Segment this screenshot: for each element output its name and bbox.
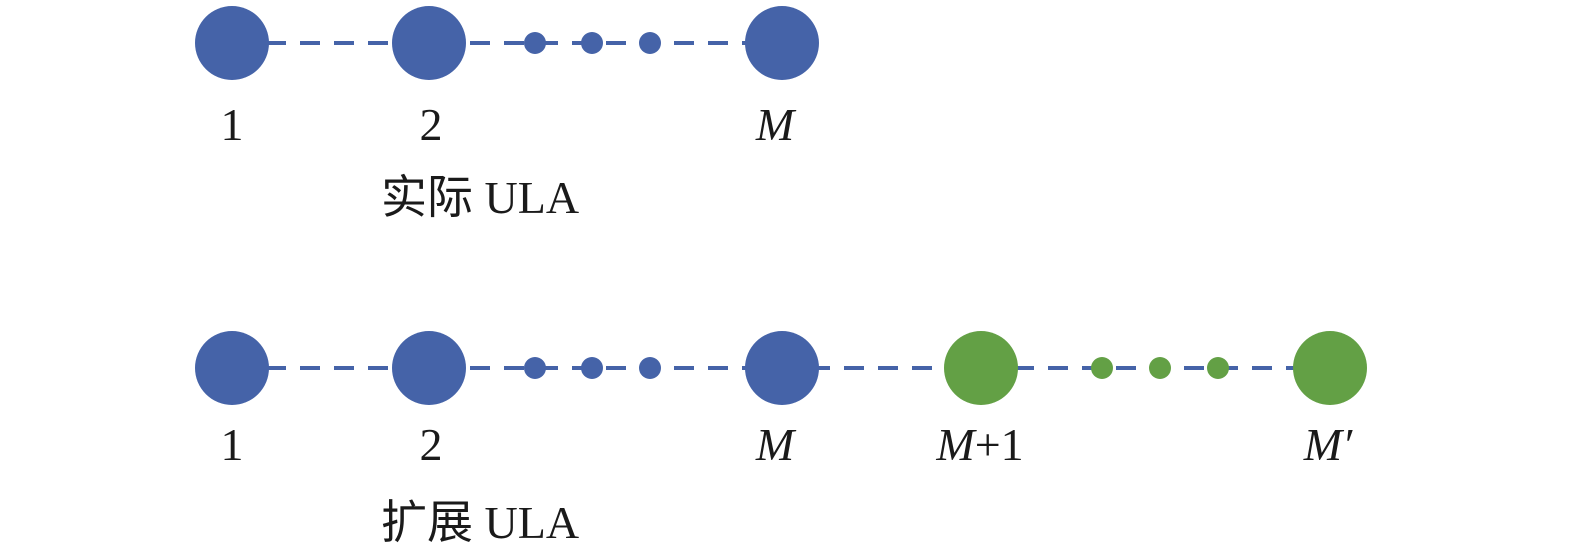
extended-ellipsis-dot <box>1207 357 1229 379</box>
element-label-1: 1 <box>221 419 244 470</box>
element-label-m: M <box>755 419 797 470</box>
array-element-1 <box>195 331 269 405</box>
element-label-2: 2 <box>420 99 443 150</box>
array-element-2 <box>392 6 466 80</box>
ellipsis-dot <box>639 32 661 54</box>
element-label-m-prime: M′ <box>1303 419 1353 470</box>
ellipsis-dot <box>581 357 603 379</box>
element-label-1: 1 <box>221 99 244 150</box>
element-label-m: M <box>755 99 797 150</box>
array-element-m <box>745 331 819 405</box>
extended-ellipsis-dot <box>1149 357 1171 379</box>
array-element-2 <box>392 331 466 405</box>
array-caption: 扩展 ULA <box>381 497 579 548</box>
array-element-m <box>745 6 819 80</box>
extended-element-m-plus-1 <box>944 331 1018 405</box>
ellipsis-dot <box>524 357 546 379</box>
ellipsis-dot <box>524 32 546 54</box>
array-element-1 <box>195 6 269 80</box>
extended-ellipsis-dot <box>1091 357 1113 379</box>
array-caption: 实际 ULA <box>381 172 579 223</box>
ellipsis-dot <box>581 32 603 54</box>
extended-element-m-prime <box>1293 331 1367 405</box>
element-label-2: 2 <box>420 419 443 470</box>
ellipsis-dot <box>639 357 661 379</box>
actual-ula-array: 1 2 M 实际 ULA <box>195 6 819 223</box>
extended-ula-array: 1 2 M M+1 M′ 扩展 ULA <box>195 331 1367 548</box>
element-label-m-plus-1: M+1 <box>935 419 1023 470</box>
